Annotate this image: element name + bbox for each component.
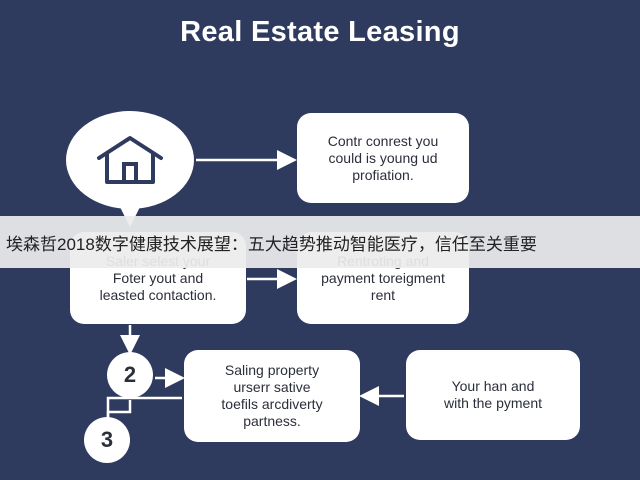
step-box-contract-text: Contr conrest you could is young ud prof… <box>327 132 439 183</box>
step-box-contract: Contr conrest you could is young ud prof… <box>297 113 469 203</box>
step-box-selling: Saling property urserr sative toefils ar… <box>184 350 360 442</box>
step-box-payment-text: Your han and with the pyment <box>443 378 543 411</box>
arrow-box4-to-step3 <box>106 396 182 420</box>
page-title: Real Estate Leasing <box>180 16 460 48</box>
house-icon <box>97 136 163 184</box>
step-number-2: 2 <box>107 352 153 398</box>
step-box-payment: Your han and with the pyment <box>406 350 580 440</box>
overlay-banner: 埃森哲2018数字健康技术展望：五大趋势推动智能医疗，信任至关重要 <box>0 216 640 268</box>
step-number-3: 3 <box>84 417 130 463</box>
step-box-selling-text: Saling property urserr sative toefils ar… <box>221 362 323 429</box>
house-node <box>66 111 194 209</box>
overlay-banner-text: 埃森哲2018数字健康技术展望：五大趋势推动智能医疗，信任至关重要 <box>6 234 537 254</box>
